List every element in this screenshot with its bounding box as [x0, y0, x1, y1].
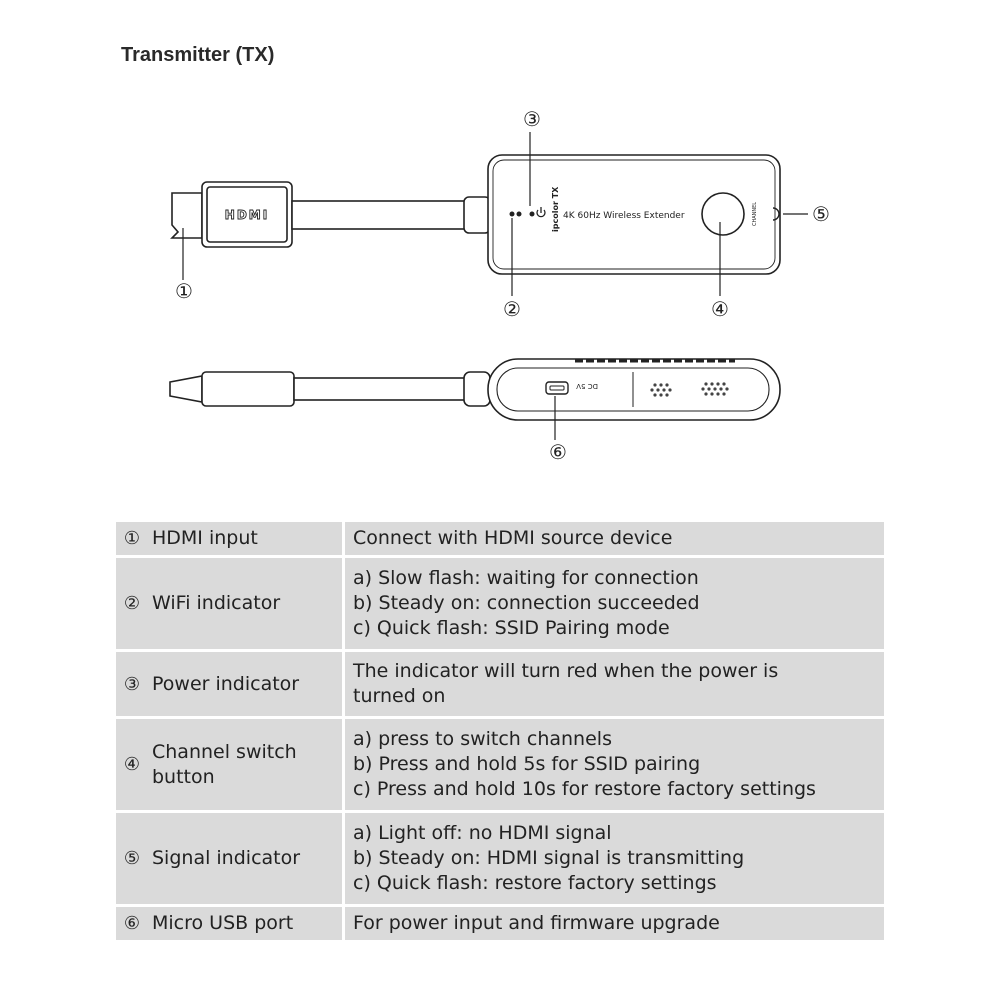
row-description: a) Slow flash: waiting for connection b) …	[345, 558, 884, 649]
row-name: Channel switch button	[148, 719, 345, 810]
channel-button-icon	[701, 192, 745, 236]
callout-2: ②	[503, 297, 521, 321]
row-name: WiFi indicator	[148, 558, 345, 649]
row-number: ①	[116, 522, 148, 555]
description-line: b) Press and hold 5s for SSID pairing	[353, 753, 701, 775]
description-line: b) Steady on: connection succeeded	[353, 592, 700, 614]
dc-label: DC 5V	[576, 382, 598, 390]
brand-label: ipcolor TX	[551, 186, 560, 232]
channel-label: CHANNEL	[752, 202, 758, 226]
transmitter-diagram: HDMI ipcolor TX 4K 60Hz Wireless Extende…	[169, 107, 830, 464]
callout-3: ③	[523, 107, 541, 131]
description-line: c) Quick flash: SSID Pairing mode	[353, 617, 670, 639]
callout-1: ①	[175, 279, 193, 303]
callout-5: ⑤	[812, 202, 830, 226]
row-description: a) press to switch channels b) Press and …	[345, 719, 884, 810]
side-hdmi-tip	[169, 375, 203, 403]
row-name: Micro USB port	[148, 907, 345, 940]
device-body	[487, 154, 781, 275]
description-line: c) Press and hold 10s for restore factor…	[353, 778, 816, 800]
hdmi-logo: HDMI	[225, 208, 269, 222]
wifi-indicator-icon	[509, 211, 515, 217]
row-description: a) Light off: no HDMI signal b) Steady on…	[345, 813, 884, 904]
description-line: a) Light off: no HDMI signal	[353, 822, 612, 844]
description-line: The indicator will turn red when the pow…	[353, 660, 779, 682]
row-number: ⑥	[116, 907, 148, 940]
row-name: Power indicator	[148, 652, 345, 716]
description-line: b) Steady on: HDMI signal is transmittin…	[353, 847, 745, 869]
row-description: For power input and firmware upgrade	[345, 907, 884, 940]
power-icon	[536, 207, 546, 218]
row-description: Connect with HDMI source device	[345, 522, 884, 555]
vent-dots	[650, 382, 729, 397]
row-number: ⑤	[116, 813, 148, 904]
description-line: a) press to switch channels	[353, 728, 612, 750]
description-line: a) Slow flash: waiting for connection	[353, 567, 699, 589]
row-number: ④	[116, 719, 148, 810]
row-number: ②	[116, 558, 148, 649]
row-name: Signal indicator	[148, 813, 345, 904]
micro-usb-port-icon	[545, 381, 569, 395]
row-description: The indicator will turn red when the pow…	[345, 652, 884, 716]
description-line: c) Quick flash: restore factory settings	[353, 872, 717, 894]
row-name: HDMI input	[148, 522, 345, 555]
description-line: turned on	[353, 685, 446, 707]
description-line: For power input and firmware upgrade	[353, 912, 720, 934]
callout-4: ④	[711, 297, 729, 321]
cable	[291, 200, 467, 230]
hdmi-plug-tip	[170, 192, 203, 239]
callout-6: ⑥	[549, 440, 567, 464]
model-label: 4K 60Hz Wireless Extender	[563, 211, 685, 221]
description-line: Connect with HDMI source device	[353, 527, 673, 549]
page-title: Transmitter (TX)	[121, 44, 275, 66]
row-number: ③	[116, 652, 148, 716]
side-device-body	[487, 358, 781, 421]
